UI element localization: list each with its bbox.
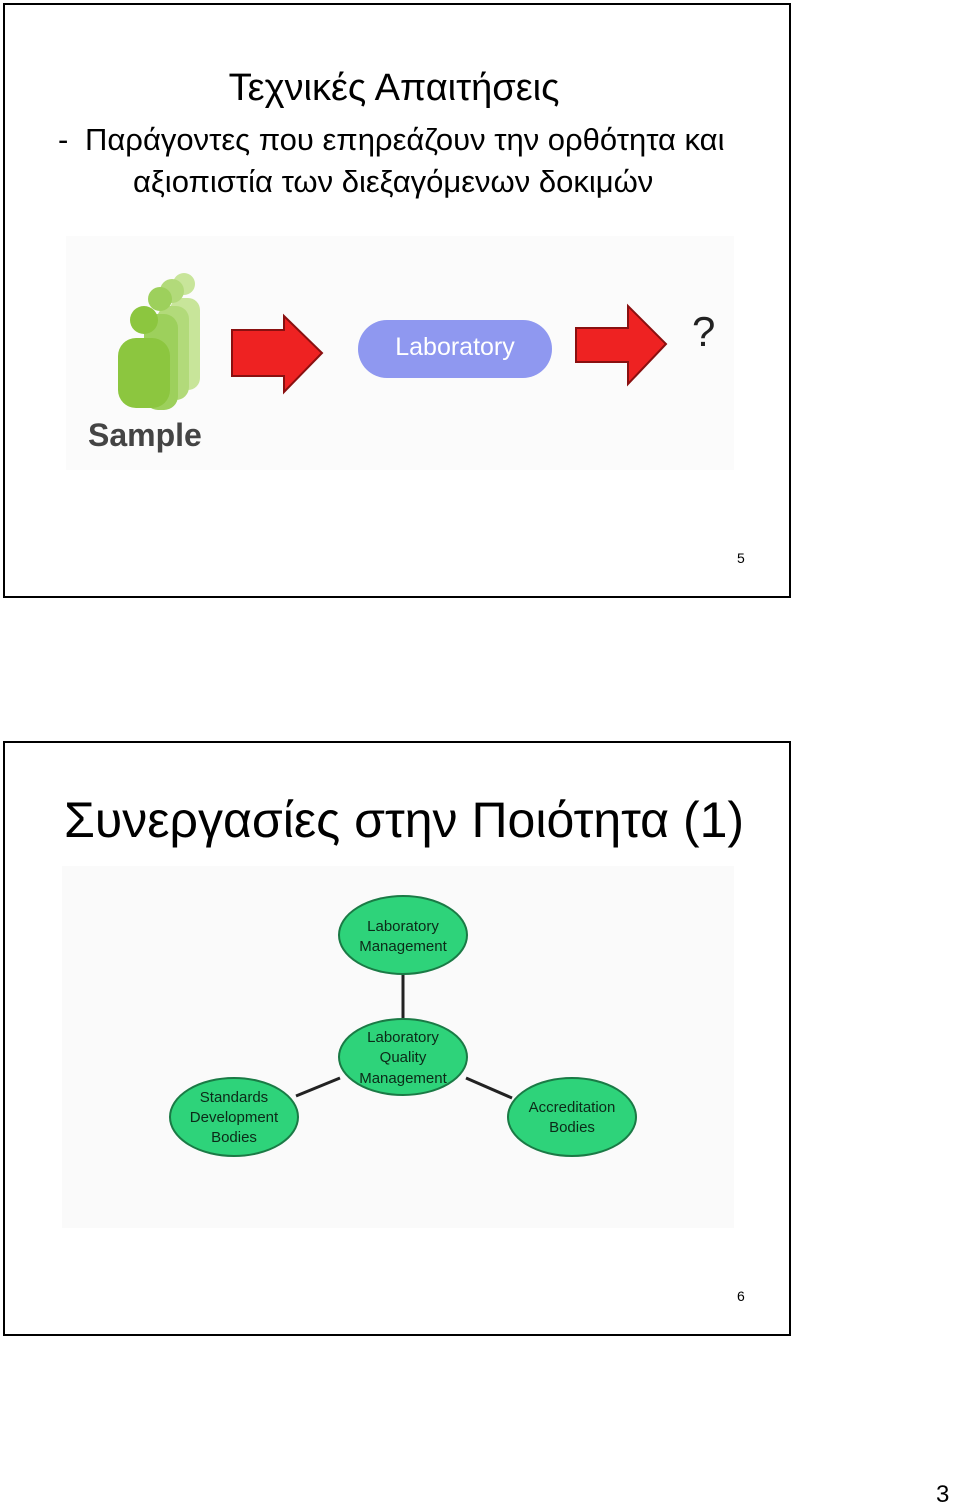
- quality-partnership-diagram: Laboratory Management Laboratory Quality…: [62, 866, 734, 1228]
- subtitle-line-1: Παράγοντες που επηρεάζουν την ορθότητα κ…: [85, 122, 725, 157]
- subtitle-line-2: αξιοπιστία των διεξαγόμενων δοκιμών: [133, 164, 654, 199]
- sample-to-laboratory-figure: Sample Laboratory ?: [66, 236, 734, 470]
- document-page-number: 3: [936, 1481, 950, 1508]
- node-center-line-2: Quality: [380, 1049, 427, 1066]
- arrow-right-icon: [231, 313, 324, 395]
- node-right-line-1: Accreditation: [529, 1099, 616, 1116]
- slide-1-title: Τεχνικές Απαιτήσεις: [228, 67, 560, 109]
- connector-right: [465, 1076, 513, 1100]
- people-group-icon: [118, 273, 200, 410]
- node-standards-development-bodies: [169, 1077, 299, 1157]
- question-mark: ?: [692, 308, 715, 355]
- node-top-line-2: Management: [359, 938, 447, 955]
- laboratory-pill: [358, 320, 552, 378]
- laboratory-label: Laboratory: [395, 333, 515, 361]
- slide-2-page-number: 6: [737, 1288, 745, 1304]
- arrow-right-icon: [575, 303, 668, 387]
- slide-1-page-number: 5: [737, 550, 745, 566]
- node-accreditation-bodies: [507, 1077, 637, 1157]
- node-top-line-1: Laboratory: [367, 918, 439, 935]
- node-left-line-2: Development: [190, 1109, 279, 1126]
- node-center-line-3: Management: [359, 1070, 447, 1087]
- node-laboratory-quality-management: [338, 1018, 468, 1096]
- node-right-line-2: Bodies: [549, 1119, 595, 1136]
- connector-left: [295, 1076, 341, 1098]
- node-center-line-1: Laboratory: [367, 1029, 439, 1046]
- node-laboratory-management: [338, 895, 468, 975]
- node-left-line-3: Bodies: [211, 1129, 257, 1146]
- sample-label: Sample: [88, 417, 202, 453]
- node-left-line-1: Standards: [200, 1089, 268, 1106]
- slide-2-title: Συνεργασίες στην Ποιότητα (1): [64, 792, 745, 848]
- subtitle-dash: -: [58, 122, 69, 157]
